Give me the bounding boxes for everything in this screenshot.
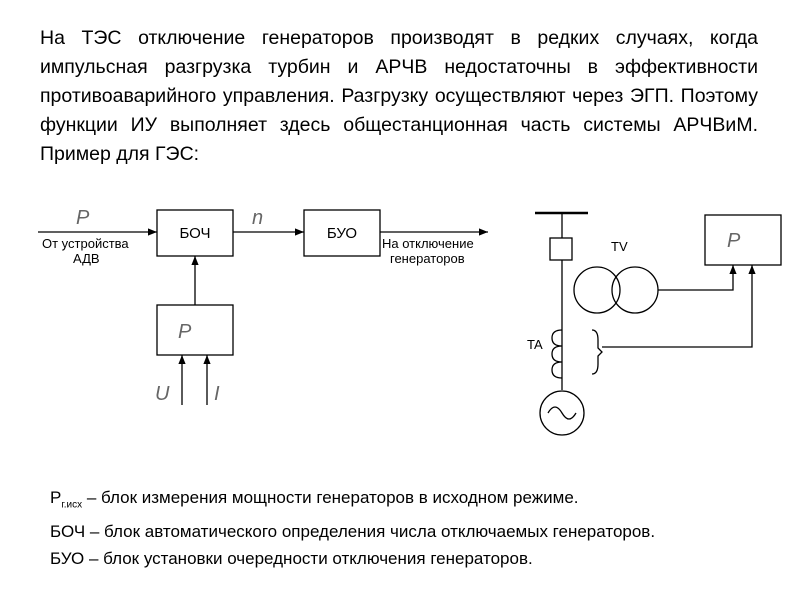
legend-row-boch: БОЧ – блок автоматического определения ч… [50, 522, 656, 542]
legend-row-buo: БУО – блок установки очередности отключе… [50, 549, 533, 569]
buo-label: БУО [327, 225, 357, 242]
tv-signal-line [600, 258, 635, 267]
input-label-line1: От устройства [42, 236, 129, 251]
buo-block [303, 209, 381, 257]
output-label-line1: На отключение [382, 236, 474, 251]
ta-to-measure-line [602, 265, 756, 348]
legend-text-measure: – блок измерения мощности генераторов в … [82, 488, 579, 507]
legend: Pг.исх – блок измерения мощности генерат… [50, 484, 655, 572]
legend-symbol-p: P [50, 488, 62, 507]
symbol-n: n [252, 207, 263, 229]
tv-label: TV [611, 239, 628, 254]
symbol-p-right: P [727, 230, 741, 252]
symbol-i: I [214, 383, 220, 405]
current-transformer-ta [551, 329, 563, 379]
generator [539, 390, 585, 436]
symbol-p-block: P [178, 321, 192, 343]
boch-label: БОЧ [179, 225, 210, 242]
right-power-measure-block [704, 214, 782, 266]
legend-symbol-sub: г.исх [61, 499, 83, 511]
symbol-u: U [155, 383, 170, 405]
power-measure-block [156, 304, 234, 356]
output-label-line2: генераторов [390, 251, 465, 266]
voltage-transformer-tv [573, 266, 621, 314]
circuit-breaker [549, 237, 573, 261]
symbol-p-input: P [76, 207, 90, 229]
ta-label: TA [527, 337, 543, 352]
intro-paragraph: На ТЭС отключение генераторов производят… [40, 27, 758, 165]
tv-to-measure-line [658, 265, 737, 291]
legend-row-measure: Pг.исх – блок измерения мощности генерат… [50, 484, 655, 518]
input-label-line2: АДВ [73, 251, 100, 266]
